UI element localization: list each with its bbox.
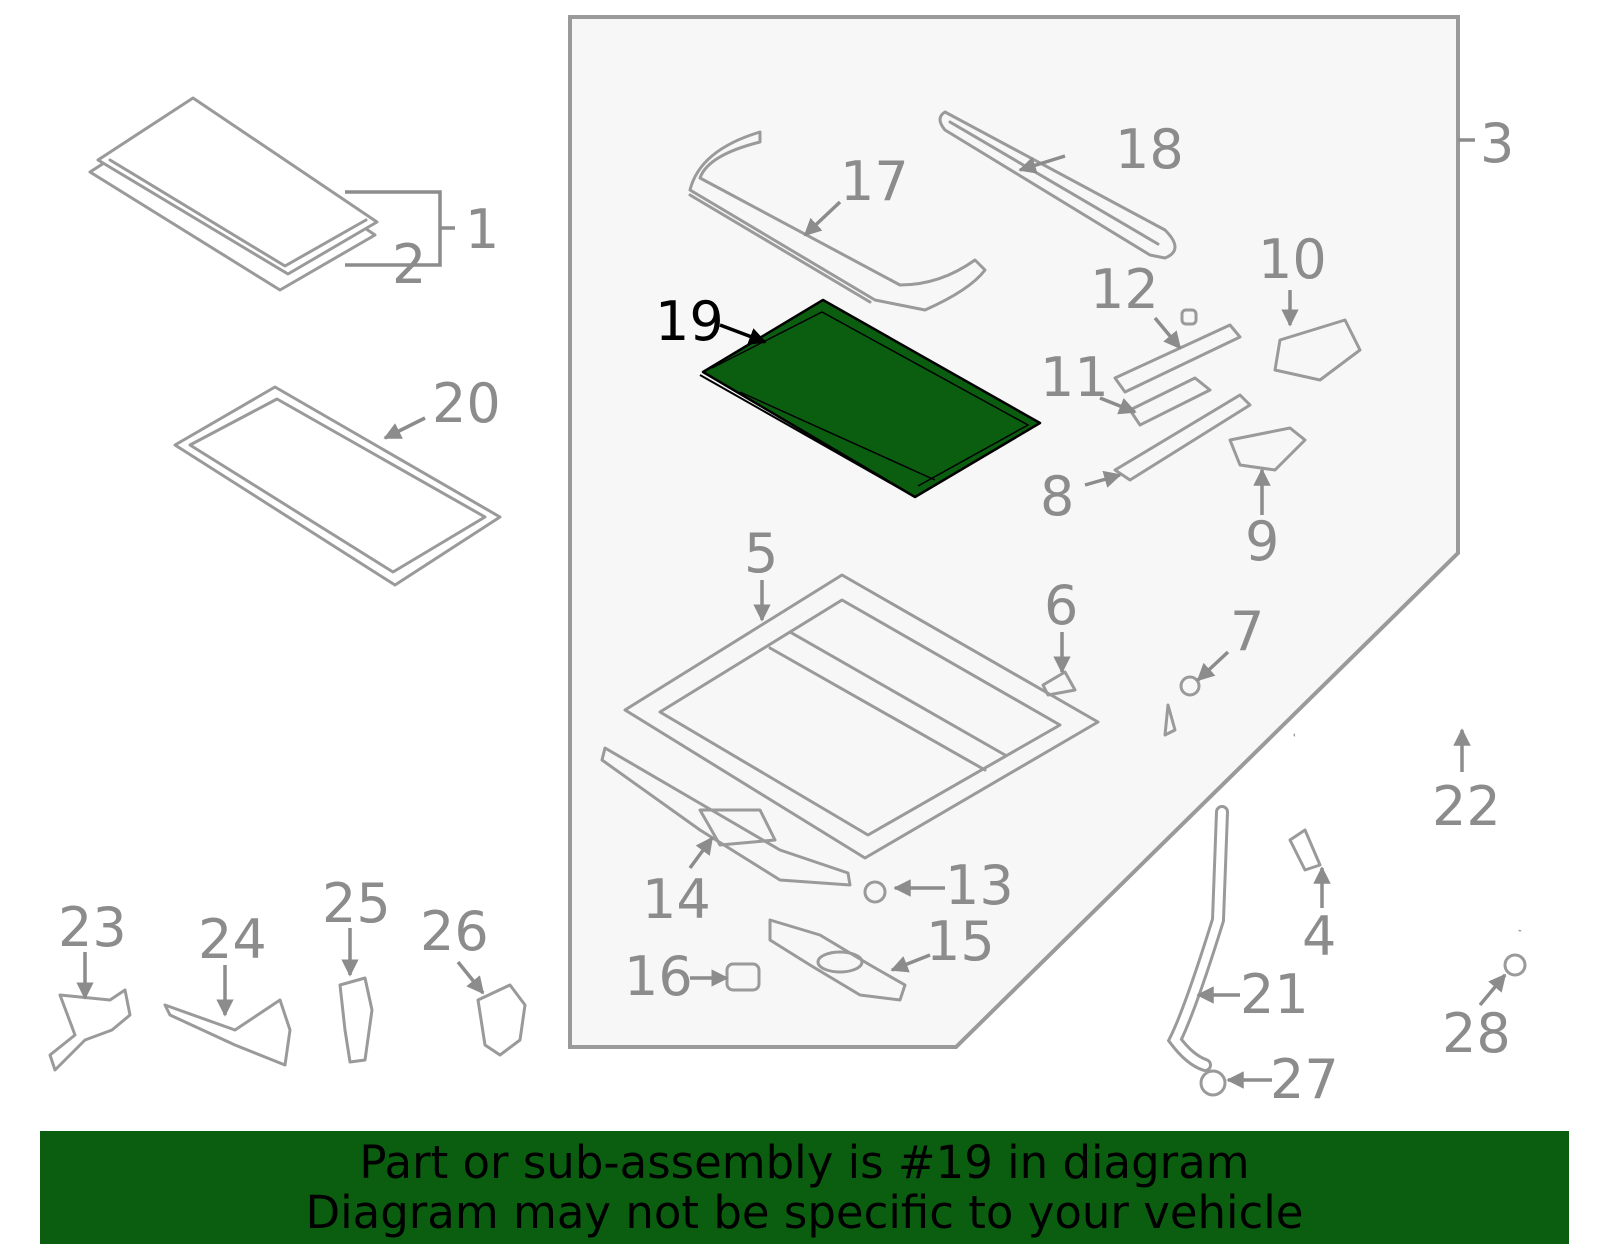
callout-20: 20 [432, 372, 501, 435]
part-info-banner: Part or sub-assembly is #19 in diagram D… [40, 1131, 1569, 1244]
callout-16: 16 [624, 945, 693, 1008]
sunshade-part-19 [699, 298, 1042, 499]
callout-8: 8 [1040, 465, 1074, 528]
callout-28: 28 [1442, 1002, 1511, 1065]
bracket-part-23 [48, 988, 132, 1072]
clip-part-7 [1163, 675, 1201, 737]
clip-part-13 [863, 880, 887, 904]
leader-part-7 [1196, 650, 1230, 682]
callout-15: 15 [926, 910, 995, 973]
leader-part-8 [1084, 470, 1122, 488]
callout-2: 2 [392, 233, 426, 296]
bracket-part-8 [1113, 393, 1252, 482]
motor-part-15 [768, 918, 907, 1002]
clip-part-28 [1503, 953, 1527, 977]
wind-deflector-part-17 [688, 130, 987, 312]
callout-25: 25 [322, 872, 391, 935]
rail-part-18 [938, 110, 1177, 260]
guide-part-11 [1128, 376, 1212, 427]
callout-17: 17 [840, 150, 909, 213]
callout-27: 27 [1270, 1048, 1339, 1111]
callout-12: 12 [1090, 258, 1159, 321]
leader-part-28 [1478, 973, 1507, 1007]
callout-14: 14 [642, 868, 711, 931]
leader-part-18 [1018, 154, 1066, 174]
leader-part-12 [1153, 316, 1182, 350]
callout-26: 26 [420, 900, 489, 963]
leader-part-17 [803, 200, 842, 237]
callout-18: 18 [1115, 118, 1184, 181]
bracket-part-10 [1273, 318, 1362, 382]
callout-10: 10 [1258, 228, 1327, 291]
callout-11: 11 [1040, 346, 1109, 409]
bracket-part-24 [163, 998, 292, 1067]
callout-4: 4 [1302, 905, 1336, 968]
glass-panel-part-1 [88, 96, 379, 292]
leader-part-14 [688, 836, 714, 870]
cable-part-14 [600, 746, 852, 887]
callout-19: 19 [655, 290, 724, 353]
clamp-part-27 [1199, 1069, 1227, 1097]
callout-23: 23 [58, 896, 127, 959]
callout-24: 24 [198, 908, 267, 971]
callout-22: 22 [1432, 775, 1501, 838]
callout-13: 13 [945, 854, 1014, 917]
leader-part-20 [383, 416, 426, 440]
leader-part-15 [890, 953, 931, 973]
callout-21: 21 [1240, 963, 1309, 1026]
seal-part-20 [173, 385, 502, 587]
clip-part-6 [1041, 670, 1077, 697]
banner-line-2: Diagram may not be specific to your vehi… [305, 1185, 1304, 1239]
clip-part-4 [1288, 828, 1322, 872]
callout-7: 7 [1230, 600, 1264, 663]
callout-9: 9 [1245, 510, 1279, 573]
bracket-part-9 [1228, 426, 1307, 472]
guide-part-12 [1113, 308, 1242, 394]
drain-hose-part-21 [1166, 805, 1229, 1072]
callout-3: 3 [1480, 112, 1514, 175]
leader-part-19 [719, 323, 767, 345]
drain-hose-part-22 [1293, 713, 1540, 932]
banner-line-1: Part or sub-assembly is #19 in diagram [359, 1135, 1250, 1189]
leader-part-11 [1099, 396, 1137, 415]
bracket-part-26 [476, 983, 527, 1057]
callout-5: 5 [744, 522, 778, 585]
leader-part-26 [456, 960, 485, 995]
bracket-part-25 [338, 976, 374, 1064]
callout-6: 6 [1044, 574, 1078, 637]
callout-1: 1 [465, 198, 499, 261]
